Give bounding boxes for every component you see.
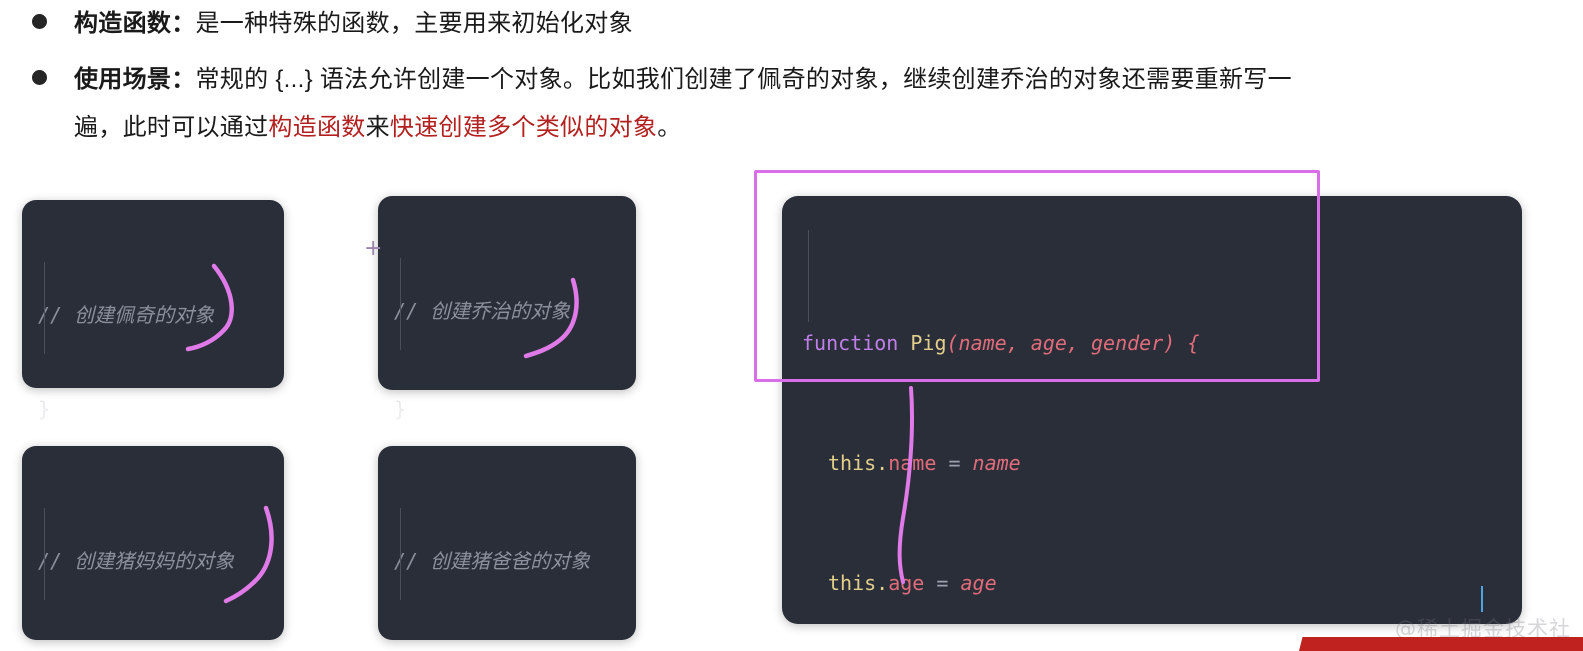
bullet-dot-icon bbox=[32, 70, 47, 85]
code-line-declaration: const Dad = { bbox=[394, 636, 620, 640]
code-line-comment: // 创建乔治的对象 bbox=[394, 299, 571, 323]
bullet-item-constructor: 构造函数：是一种特殊的函数，主要用来初始化对象 bbox=[0, 0, 1583, 48]
code-line-declaration: const Mum = { bbox=[38, 636, 268, 640]
indent-guide bbox=[44, 508, 45, 600]
indent-guide bbox=[808, 230, 809, 322]
bottom-red-banner bbox=[1297, 637, 1583, 651]
indent-guide bbox=[400, 508, 401, 600]
code-line-comment: // 创建猪妈妈的对象 bbox=[38, 549, 235, 573]
code-card-george[interactable]: // 创建乔治的对象 const George = { name: '乔治', … bbox=[378, 196, 636, 390]
card-reflection-george: } bbox=[378, 388, 636, 460]
code-line-declaration: const George = { bbox=[394, 386, 620, 390]
reflection-glyph: } bbox=[38, 397, 51, 421]
card-reflection-peppa: } bbox=[22, 388, 284, 460]
code-card-pig-constructor[interactable]: function Pig(name, age, gender) { this.n… bbox=[782, 196, 1522, 624]
bullet-term-usecase: 使用场景： bbox=[74, 66, 196, 93]
bullet-dot-icon bbox=[32, 14, 47, 29]
bullet-desc-usecase-mid: 来 bbox=[365, 114, 390, 141]
code-card-peppa[interactable]: // 创建佩奇的对象 const Peppa = { name: '佩奇', a… bbox=[22, 200, 284, 388]
bullet-item-usecase: 使用场景：常规的 {...} 语法允许创建一个对象。比如我们创建了佩奇的对象，继… bbox=[0, 56, 1583, 152]
plus-glyph: + bbox=[364, 236, 383, 261]
text-caret bbox=[1481, 586, 1483, 612]
code-line-comment: // 创建猪爸爸的对象 bbox=[394, 549, 591, 573]
bullet-desc-usecase-line2-prefix: 遍，此时可以通过 bbox=[74, 114, 269, 141]
code-card-dad[interactable]: // 创建猪爸爸的对象 const Dad = { name: '猪爸爸', a… bbox=[378, 446, 636, 640]
code-card-mum[interactable]: // 创建猪妈妈的对象 const Mum = { name: '猪妈妈', a… bbox=[22, 446, 284, 640]
bullet-text-usecase: 使用场景：常规的 {...} 语法允许创建一个对象。比如我们创建了佩奇的对象，继… bbox=[74, 56, 1292, 152]
bullet-highlight-fastcreate: 快速创建多个类似的对象 bbox=[389, 114, 658, 141]
bullet-desc-usecase-line1: 常规的 {...} 语法允许创建一个对象。比如我们创建了佩奇的对象，继续创建乔治… bbox=[195, 66, 1292, 93]
code-line-this-name: this.name = name bbox=[828, 451, 1021, 475]
bullet-desc-constructor: 是一种特殊的函数，主要用来初始化对象 bbox=[195, 10, 633, 37]
bullet-desc-usecase-suffix: 。 bbox=[657, 114, 682, 141]
code-line-function-signature: function Pig(name, age, gender) { bbox=[802, 331, 1200, 355]
indent-guide bbox=[400, 258, 401, 350]
plus-icon: + bbox=[364, 238, 382, 260]
bullet-highlight-constructor: 构造函数 bbox=[268, 114, 366, 141]
bullet-text-constructor: 构造函数：是一种特殊的函数，主要用来初始化对象 bbox=[74, 0, 633, 48]
notes-section: 构造函数：是一种特殊的函数，主要用来初始化对象 使用场景：常规的 {...} 语… bbox=[0, 0, 1583, 152]
code-line-this-age: this.age = age bbox=[828, 571, 997, 595]
code-line-comment: // 创建佩奇的对象 bbox=[38, 303, 215, 327]
indent-guide bbox=[44, 262, 45, 354]
bullet-term-constructor: 构造函数： bbox=[74, 10, 196, 37]
reflection-glyph: } bbox=[394, 397, 407, 421]
